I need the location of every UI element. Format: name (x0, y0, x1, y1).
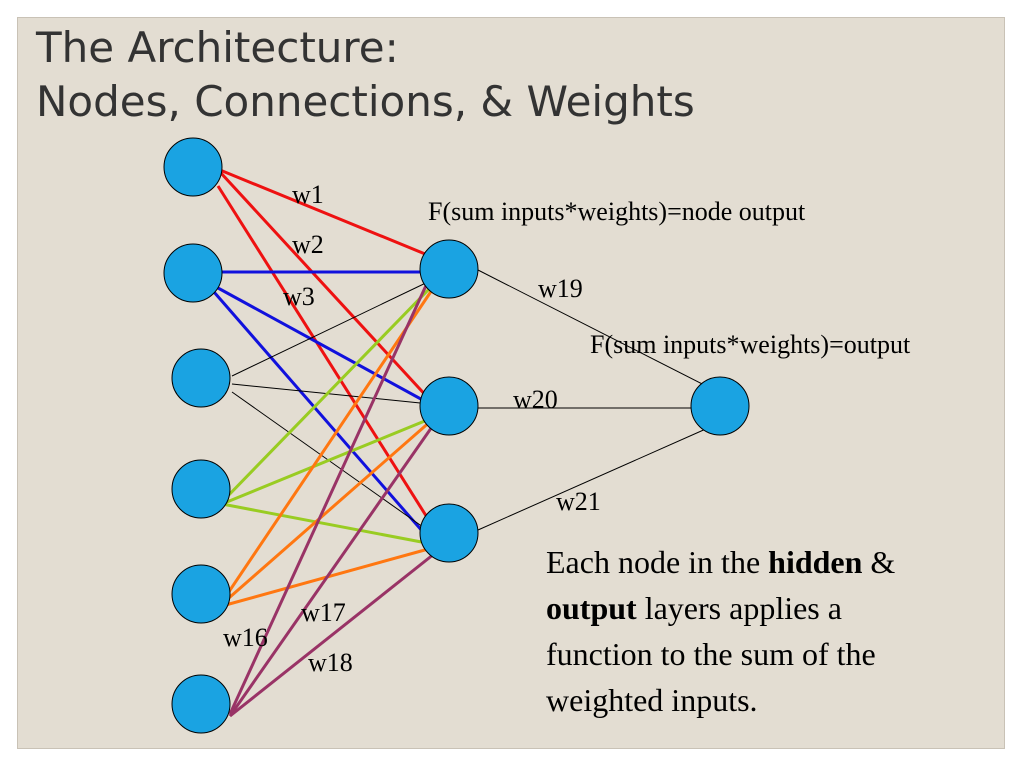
caption-part-2: & (862, 544, 895, 580)
output-formula-label: F(sum inputs*weights)=output (590, 330, 911, 359)
weight-label-w17: w17 (301, 598, 346, 627)
caption-line-1: Each node in the hidden & (546, 544, 895, 580)
edge-i4-h2 (221, 416, 433, 506)
edge-i1-h1 (219, 168, 431, 258)
weight-label-w18: w18 (308, 648, 353, 677)
edge-i1-h2 (218, 170, 432, 402)
title-line-1: The Architecture: (35, 23, 399, 72)
weight-label-w16: w16 (223, 623, 268, 652)
caption-bold-output: output (546, 590, 637, 626)
edge-i6-h2 (228, 423, 436, 717)
hidden-layer (419, 239, 479, 563)
hidden-output-connections (477, 269, 719, 531)
weight-label-w19: w19 (538, 274, 583, 303)
edge-i3-h1 (231, 279, 433, 377)
input-node-1 (163, 137, 223, 197)
edge-i4-h1 (220, 284, 434, 504)
weight-label-w1: w1 (292, 180, 324, 209)
weight-label-w3: w3 (283, 282, 315, 311)
title-line-2: Nodes, Connections, & Weights (36, 77, 695, 126)
caption-line-3: function to the sum of the (546, 636, 876, 672)
caption: Each node in the hidden & output layers … (546, 544, 895, 718)
weight-label-w20: w20 (513, 385, 558, 414)
edge-h3-o1 (477, 427, 709, 531)
edge-i1-h3 (216, 185, 432, 523)
edge-i6-h3 (229, 552, 435, 718)
caption-line-4: weighted inputs. (546, 682, 758, 718)
edge-i5-h1 (220, 289, 434, 603)
input-node-6 (171, 674, 231, 734)
output-node (690, 376, 750, 436)
weight-labels: w1 w2 w3 w16 w17 w18 w19 w20 w21 (223, 180, 601, 677)
edge-i2-h3 (212, 291, 432, 541)
caption-part-1: Each node in the (546, 544, 768, 580)
edge-i3-h3 (231, 391, 431, 533)
input-hidden-connections (212, 168, 436, 718)
edge-h1-o1 (477, 269, 719, 393)
edge-i5-h2 (221, 418, 433, 606)
input-layer (163, 137, 231, 734)
caption-part-3: layers applies a (637, 590, 842, 626)
caption-bold-hidden: hidden (768, 544, 862, 580)
edge-i2-h2 (217, 286, 431, 406)
hidden-node-2 (419, 376, 479, 436)
input-node-5 (171, 564, 231, 624)
hidden-node-3 (419, 503, 479, 563)
weight-label-w21: w21 (556, 487, 601, 516)
hidden-formula-label: F(sum inputs*weights)=node output (428, 197, 806, 226)
input-node-4 (171, 459, 231, 519)
input-node-3 (171, 348, 231, 408)
hidden-node-1 (419, 239, 479, 299)
caption-line-2: output layers applies a (546, 590, 842, 626)
weight-label-w2: w2 (292, 230, 324, 259)
input-node-2 (163, 243, 223, 303)
edge-i3-h2 (231, 383, 431, 405)
edge-i6-h1 (228, 267, 436, 715)
edge-i4-h3 (221, 502, 433, 546)
